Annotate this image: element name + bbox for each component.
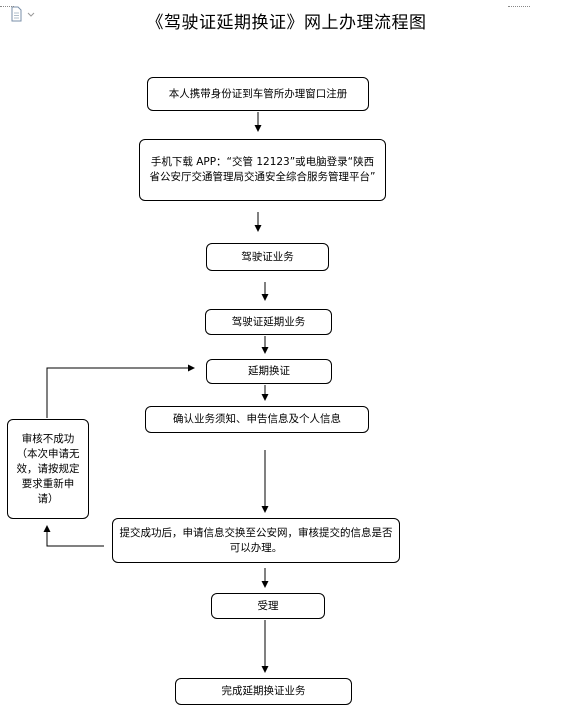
step-license-extension-label: 驾驶证延期业务 <box>231 315 306 328</box>
step-register-label: 本人携带身份证到车管所办理窗口注册 <box>168 87 348 100</box>
document-icon <box>11 6 35 22</box>
failure-arrow-back <box>46 364 195 418</box>
review-failed-note: 审核不成功（本次申请无效，请按规定要求重新申请） <box>7 419 89 519</box>
step-submit-review-label: 提交成功后，申请信息交换至公安网，审核提交的信息是否可以办理。 <box>119 526 393 554</box>
page-title: 《驾驶证延期换证》网上办理流程图 <box>146 13 427 33</box>
step-license-business: 驾驶证业务 <box>206 243 329 271</box>
step-confirm-info: 确认业务须知、申告信息及个人信息 <box>145 406 369 433</box>
step-register: 本人携带身份证到车管所办理窗口注册 <box>147 77 369 111</box>
step-accept: 受理 <box>211 593 325 619</box>
step-download-app-label: 手机下载 APP：“交管 12123”或电脑登录“陕西省公安厅交通管理局交通安全… <box>149 156 376 183</box>
step-submit-review: 提交成功后，申请信息交换至公安网，审核提交的信息是否可以办理。 <box>112 518 400 563</box>
failure-arrow-in <box>43 525 104 547</box>
step-confirm-info-label: 确认业务须知、申告信息及个人信息 <box>173 413 341 425</box>
step-complete-label: 完成延期换证业务 <box>221 685 306 697</box>
step-extend-renew: 延期换证 <box>206 359 332 384</box>
step-license-extension: 驾驶证延期业务 <box>205 309 332 335</box>
step-complete: 完成延期换证业务 <box>175 678 352 705</box>
review-failed-note-label: 审核不成功（本次申请无效，请按规定要求重新申请） <box>16 432 80 505</box>
step-license-business-label: 驾驶证业务 <box>241 250 294 263</box>
step-accept-label: 受理 <box>257 599 279 612</box>
step-extend-renew-label: 延期换证 <box>248 365 290 377</box>
step-download-app: 手机下载 APP：“交管 12123”或电脑登录“陕西省公安厅交通管理局交通安全… <box>139 139 386 201</box>
page-corner-mark-right <box>508 0 530 7</box>
page-corner-mark-left <box>0 0 14 7</box>
